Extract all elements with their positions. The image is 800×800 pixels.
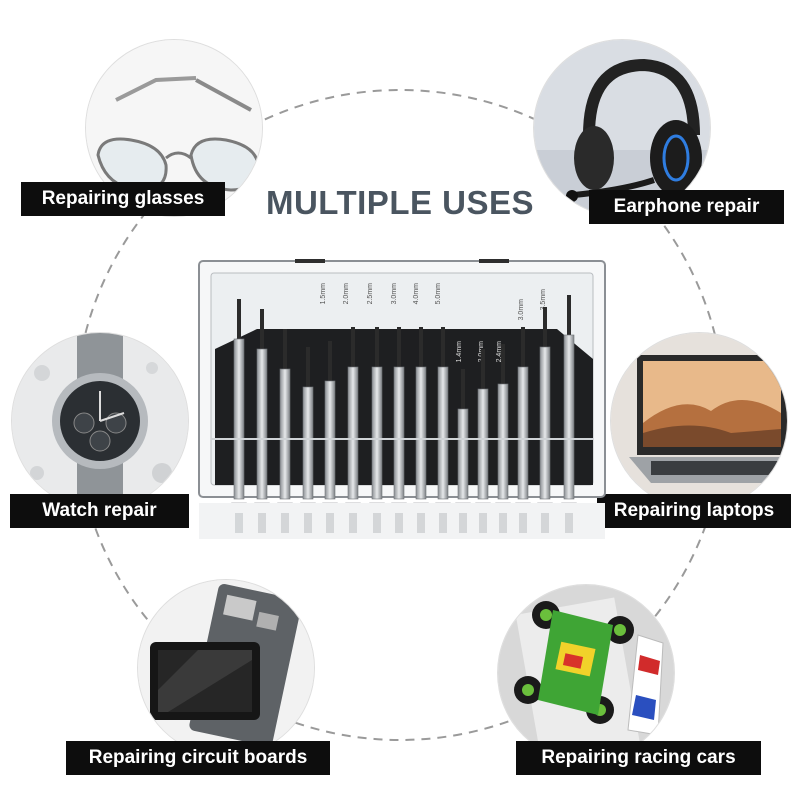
label-repairing-laptops: Repairing laptops: [597, 494, 791, 528]
size-label: 5.0mm: [435, 283, 442, 305]
screwdriver-reflection: [417, 513, 425, 533]
size-label: 3.5mm: [540, 289, 547, 311]
screwdriver-reflection: [235, 513, 243, 533]
circuit-board-icon: [138, 580, 314, 756]
label-watch-repair: Watch repair: [10, 494, 189, 528]
screwdriver-reflection: [326, 513, 334, 533]
size-label: 4.0mm: [413, 283, 420, 305]
screwdriver-reflection: [258, 513, 266, 533]
laptop-photo: [611, 333, 787, 509]
screwdriver-reflection: [349, 513, 357, 533]
racing-car-photo: [498, 585, 674, 761]
size-label: 3.0mm: [518, 299, 525, 321]
size-label: 2.0mm: [343, 283, 350, 305]
size-label: 2.4mm: [496, 341, 503, 363]
screwdriver-reflection: [395, 513, 403, 533]
screwdriver-reflection: [459, 513, 467, 533]
size-label: 3.0mm: [391, 283, 398, 305]
label-earphone-repair: Earphone repair: [589, 190, 784, 224]
screwdriver-reflection: [541, 513, 549, 533]
screwdriver-reflection: [373, 513, 381, 533]
size-label: 1.4mm: [456, 341, 463, 363]
screwdriver-reflection: [499, 513, 507, 533]
screwdriver-reflection: [439, 513, 447, 533]
size-label: 2.5mm: [367, 283, 374, 305]
screwdriver-set-icon: 1.5mm2.0mm2.5mm3.0mm4.0mm5.0mm1.4mm2.0mm…: [198, 259, 606, 539]
laptop-icon: [611, 333, 787, 509]
screwdriver-reflection: [519, 513, 527, 533]
label-repairing-racing-cars: Repairing racing cars: [516, 741, 761, 775]
circuit-board-photo: [138, 580, 314, 756]
racing-car-icon: [498, 585, 674, 761]
screwdriver-reflection: [304, 513, 312, 533]
screwdriver-reflection: [565, 513, 573, 533]
screwdriver-case: 1.5mm2.0mm2.5mm3.0mm4.0mm5.0mm1.4mm2.0mm…: [197, 259, 607, 541]
size-label: 1.5mm: [320, 283, 327, 305]
screwdriver-reflection: [281, 513, 289, 533]
label-repairing-circuit-boards: Repairing circuit boards: [66, 741, 330, 775]
wristwatch-icon: [12, 333, 188, 509]
label-repairing-glasses: Repairing glasses: [21, 182, 225, 216]
screwdriver-reflection: [479, 513, 487, 533]
watch-photo: [12, 333, 188, 509]
page-title: MULTIPLE USES: [265, 184, 535, 221]
